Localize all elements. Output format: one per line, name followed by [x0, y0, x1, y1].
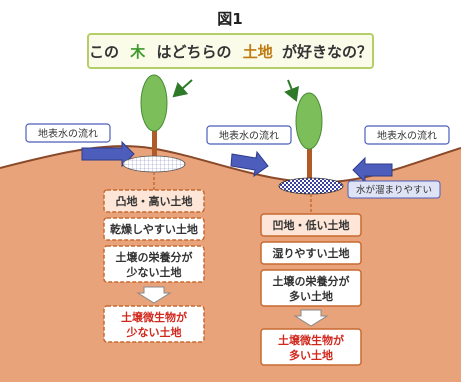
left-result-line1: 土壌微生物が	[121, 310, 187, 324]
right-down-arrow	[293, 309, 329, 327]
left-item-nutrient-line1: 土壌の栄養分が	[116, 250, 193, 264]
dry-soil-zone	[122, 155, 186, 173]
pointer-arrow-right	[284, 79, 299, 102]
right-result-line2: 多い土地	[289, 348, 333, 362]
wet-soil-zone	[278, 177, 344, 195]
right-item-nutrient-line2: 多い土地	[289, 289, 333, 303]
tree-left-trunk	[152, 110, 157, 162]
right-title: 凹地・低い土地	[273, 218, 350, 232]
question-part1: この	[89, 43, 119, 61]
left-title-box	[103, 189, 205, 213]
right-item-box-wet	[260, 241, 362, 265]
right-result-box	[260, 328, 362, 366]
water-label: 水が溜まりやすい	[356, 184, 432, 196]
tree-right-crown	[295, 92, 323, 150]
figure-label: 図1	[217, 10, 242, 28]
water-label-box	[347, 180, 441, 199]
right-item-nutrient-line1: 土壌の栄養分が	[273, 274, 350, 288]
tree-right-trunk	[307, 128, 312, 182]
question-banner	[87, 33, 374, 69]
flow-label-left: 地表水の流れ	[38, 127, 98, 140]
left-title: 凸地・高い土地	[116, 194, 193, 208]
flow-label-right: 地表水の流れ	[377, 129, 437, 142]
right-title-box	[260, 213, 362, 237]
pointer-arrow-left	[172, 79, 193, 98]
left-item-box-nutrient	[103, 245, 205, 283]
right-item-box-nutrient	[260, 269, 362, 307]
flow-label-box-right	[364, 125, 450, 145]
left-item-box-dry	[103, 217, 205, 241]
question-part3: が好きなの？	[282, 43, 372, 61]
question-land-word: 土地	[243, 43, 273, 61]
left-down-arrow	[136, 286, 172, 304]
surface-water-arrow-center	[230, 150, 269, 178]
left-item-dry: 乾燥しやすい土地	[110, 222, 198, 236]
right-result-line1: 土壌微生物が	[278, 333, 344, 347]
left-result-box	[103, 305, 205, 343]
left-result-line2: 少ない土地	[126, 325, 182, 339]
flow-label-box-left	[25, 123, 111, 143]
tree-left	[140, 74, 168, 162]
surface-water-arrow-right	[352, 156, 393, 184]
question-part2: はどちらの	[156, 43, 231, 61]
right-item-wet: 湿りやすい土地	[273, 246, 350, 260]
tree-right	[295, 92, 323, 182]
flow-label-center: 地表水の流れ	[219, 129, 279, 142]
flow-label-box-center	[206, 125, 292, 145]
left-item-nutrient-line2: 少ない土地	[126, 265, 182, 279]
question-tree-word: 木	[129, 43, 146, 61]
question-text: この 木 はどちらの 土地 が好きなの？	[89, 43, 372, 61]
tree-left-crown	[140, 74, 168, 132]
